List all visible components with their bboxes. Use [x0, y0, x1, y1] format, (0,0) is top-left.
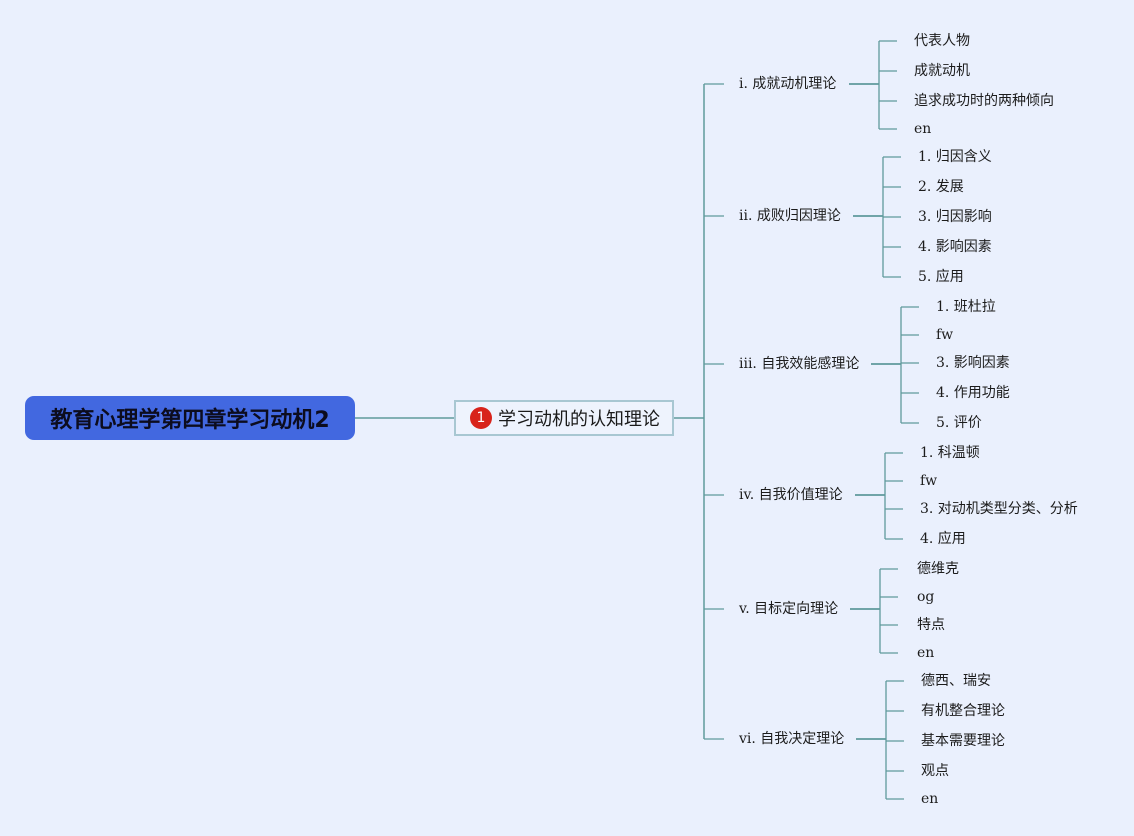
subtopic-2-5[interactable]: 5. 应用 — [918, 269, 964, 285]
branch-topic-4[interactable]: iv. 自我价值理论 — [739, 487, 843, 503]
number-1-icon: 1 — [470, 407, 492, 429]
root-topic[interactable]: 教育心理学第四章学习动机2 — [25, 396, 355, 440]
branch-topic-6[interactable]: vi. 自我决定理论 — [739, 731, 845, 747]
subtopic-2-3[interactable]: 3. 归因影响 — [918, 209, 992, 225]
subtopic-3-3[interactable]: 3. 影响因素 — [936, 355, 1010, 371]
subtopic-6-2[interactable]: 有机整合理论 — [921, 703, 1005, 719]
subtopic-1-2[interactable]: 成就动机 — [914, 63, 970, 79]
subtopic-1-3[interactable]: 追求成功时的两种倾向 — [914, 93, 1054, 109]
branch-topic-5[interactable]: v. 目标定向理论 — [739, 601, 839, 617]
subtopic-2-4[interactable]: 4. 影响因素 — [918, 239, 992, 255]
subtopic-6-3[interactable]: 基本需要理论 — [921, 733, 1005, 749]
subtopic-4-4[interactable]: 4. 应用 — [920, 531, 966, 547]
root-topic-label: 教育心理学第四章学习动机2 — [50, 408, 330, 433]
subtopic-5-2[interactable]: og — [917, 589, 935, 605]
subtopic-5-4[interactable]: en — [917, 645, 935, 661]
subtopic-2-1[interactable]: 1. 归因含义 — [918, 149, 992, 165]
subtopic-4-3[interactable]: 3. 对动机类型分类、分析 — [920, 501, 1078, 517]
subtopic-4-2[interactable]: fw — [920, 473, 938, 489]
main-topic[interactable]: 1 学习动机的认知理论 — [454, 400, 674, 436]
branch-topic-1[interactable]: i. 成就动机理论 — [739, 76, 837, 92]
subtopic-4-1[interactable]: 1. 科温顿 — [920, 445, 980, 461]
subtopic-6-1[interactable]: 德西、瑞安 — [921, 673, 991, 689]
subtopic-5-1[interactable]: 德维克 — [917, 561, 959, 577]
subtopic-1-4[interactable]: en — [914, 121, 932, 137]
subtopic-3-1[interactable]: 1. 班杜拉 — [936, 299, 996, 315]
subtopic-6-4[interactable]: 观点 — [921, 763, 949, 779]
main-topic-label: 学习动机的认知理论 — [498, 409, 660, 430]
branch-topic-3[interactable]: iii. 自我效能感理论 — [739, 356, 860, 372]
subtopic-5-3[interactable]: 特点 — [917, 617, 945, 633]
branch-topic-2[interactable]: ii. 成败归因理论 — [739, 208, 841, 224]
subtopic-3-2[interactable]: fw — [936, 327, 954, 343]
subtopic-2-2[interactable]: 2. 发展 — [918, 179, 964, 195]
subtopic-3-4[interactable]: 4. 作用功能 — [936, 385, 1010, 401]
subtopic-6-5[interactable]: en — [921, 791, 939, 807]
subtopic-1-1[interactable]: 代表人物 — [914, 33, 970, 49]
subtopic-3-5[interactable]: 5. 评价 — [936, 415, 982, 431]
